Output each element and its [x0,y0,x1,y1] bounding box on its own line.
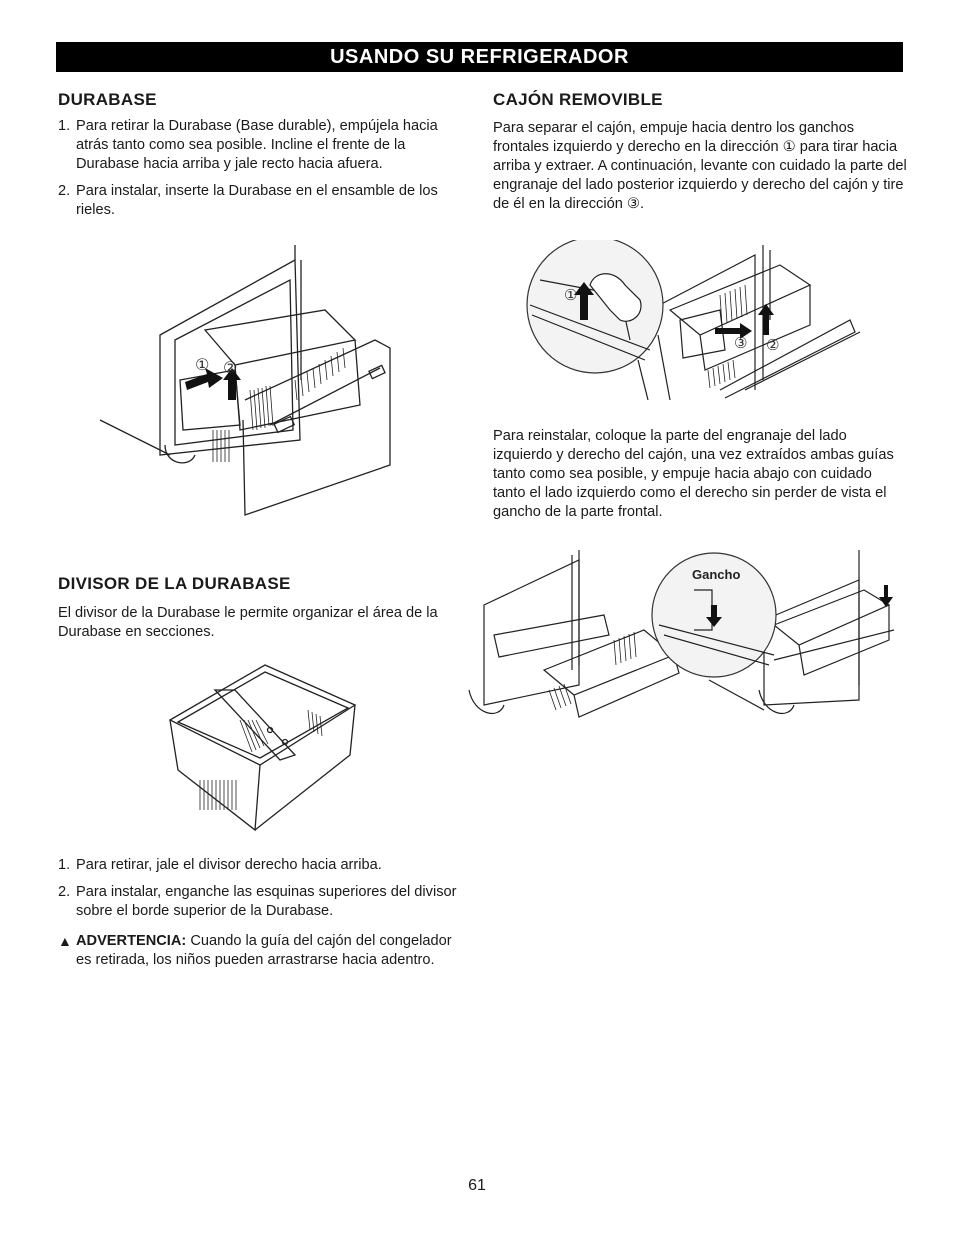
durabase-removal-illustration: ① ② [99,245,391,516]
durabase-step-2: 2. Para instalar, inserte la Durabase en… [58,182,460,220]
step-text: Para retirar la Durabase (Base durable),… [76,118,438,172]
hook-label: Gancho [692,567,740,582]
direction-label-2: ② [766,337,779,354]
step-text: Para instalar, enganche las esquinas sup… [76,884,457,919]
durabase-step-1: 1. Para retirar la Durabase (Base durabl… [58,117,460,174]
page-banner: USANDO SU REFRIGERADOR [56,42,903,72]
step-number: 1. [58,857,71,873]
divisor-step-2: 2. Para instalar, enganche las esquinas … [58,883,458,921]
cajon-removal-text: Para separar el cajón, empuje hacia dent… [493,120,907,212]
divisor-steps: 1. Para retirar, jale el divisor derecho… [58,856,458,929]
step-text: Para retirar, jale el divisor derecho ha… [76,857,382,873]
warning-text: Cuando la guía del cajón del congelador … [76,933,452,968]
step-number: 2. [58,884,71,900]
warning-block: ▲ ADVERTENCIA: Cuando la guía del cajón … [58,932,458,970]
durabase-divider-illustration [168,664,357,832]
warning-icon: ▲ [58,933,72,949]
drawer-removal-illustration: ① ② ③ [526,240,861,400]
divisor-step-1: 1. Para retirar, jale el divisor derecho… [58,856,458,875]
cajon-heading: CAJÓN REMOVIBLE [493,90,663,109]
durabase-heading: DURABASE [58,90,157,109]
cajon-reinstall-text: Para reinstalar, coloque la parte del en… [493,428,894,520]
step-text: Para instalar, inserte la Durabase en el… [76,183,438,218]
direction-label-3: ③ [734,335,747,352]
warning-label: ADVERTENCIA: [76,933,187,949]
step-number: 1. [58,118,71,134]
durabase-steps: 1. Para retirar la Durabase (Base durabl… [58,117,460,228]
direction-label-2: ② [223,360,237,377]
divisor-heading: DIVISOR DE LA DURABASE [58,574,291,593]
direction-label-1: ① [564,287,577,304]
direction-label-1: ① [195,357,209,374]
divisor-description: El divisor de la Durabase le permite org… [58,605,438,640]
step-number: 2. [58,183,71,199]
page-number: 61 [468,1177,486,1194]
drawer-reinstall-illustration: Gancho [468,550,895,718]
